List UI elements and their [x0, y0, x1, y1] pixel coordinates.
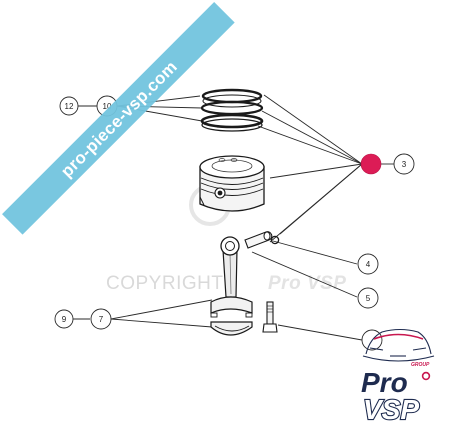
piston-crown: [199, 155, 265, 179]
callout-label-7: 7: [99, 315, 104, 324]
callout-circle-7: [90, 308, 112, 330]
leader-bolt: [277, 324, 363, 341]
piston-skirt: [199, 166, 265, 212]
callout-highlight-dot: [360, 153, 382, 175]
piston-ring-top-edge: [202, 94, 262, 108]
logo-word-pro: Pro: [361, 367, 408, 398]
leader-4: [272, 240, 358, 265]
piston-groove-2: [200, 182, 264, 190]
logo-word-vsp: VSP: [363, 394, 419, 425]
callout-circle-4: [357, 253, 379, 275]
callout-label-9: 9: [62, 315, 67, 324]
logo-car-icon: [362, 328, 435, 362]
circlip: [270, 235, 280, 245]
leader-3-c: [257, 125, 363, 165]
piston-rings: [200, 88, 264, 132]
conrod-beam-rib: [229, 252, 232, 295]
callout-label-3: 3: [402, 160, 407, 169]
piston-pin-hole: [217, 190, 223, 196]
piston-skirt-detail: [199, 196, 205, 206]
leader-7-a: [110, 299, 213, 320]
piston-ring-middle: [200, 100, 264, 116]
logo-car-roof: [373, 333, 424, 340]
logo-car-headlight-right: [412, 347, 427, 351]
callout-circle-5: [357, 287, 379, 309]
callout-circle-12: [59, 96, 79, 116]
website-banner-band: [2, 2, 235, 235]
conrod-bolt-shank: [266, 301, 274, 325]
connecting-rod: [210, 236, 253, 336]
conrod-cap-bearing: [214, 325, 250, 332]
conrod-bolt-head: [262, 323, 278, 333]
leader-3-a: [263, 94, 363, 165]
copyright-watermark-text: COPYRIGHT: [106, 273, 223, 294]
logo-car-headlight-left: [369, 347, 384, 351]
pro-vsp-logo: GROUP Pro VSP: [361, 328, 435, 426]
piston-ring-top: [201, 88, 263, 104]
callout-label-5: 5: [366, 294, 371, 303]
leader-7-b: [110, 318, 213, 328]
callout-circle-9: [54, 309, 74, 329]
conrod-small-end-bore: [225, 241, 235, 251]
leader-5: [251, 251, 358, 298]
conrod-bolt-boss-left: [210, 312, 218, 318]
logo-car-bumper: [362, 355, 435, 362]
callout-label-12: 12: [65, 102, 74, 111]
piston-valve-pocket-left: [218, 158, 226, 162]
website-banner-text: pro-piece-vsp.com: [57, 57, 181, 181]
piston-valve-pocket-right: [230, 158, 238, 162]
piston-groove-3: [200, 188, 264, 196]
callout-circle-3: [393, 153, 415, 175]
conrod-bolt: [262, 301, 278, 333]
piston-groove-1: [200, 177, 264, 185]
leader-lines: [73, 94, 394, 341]
callout-label-4: 4: [366, 260, 371, 269]
piston-crown-bowl: [211, 159, 253, 173]
leader-3-f: [269, 163, 363, 243]
gudgeon-pin-end: [263, 231, 271, 241]
piston-ring-oil-edge: [201, 118, 263, 132]
logo-dot-icon: [421, 371, 431, 381]
conrod-big-end-cap: [210, 321, 253, 336]
piston-ring-oil: [200, 113, 264, 129]
logo-car-body: [365, 328, 432, 355]
leader-3-d: [269, 163, 363, 179]
logo-group-tag: GROUP: [411, 362, 430, 368]
gudgeon-pin-assembly: [244, 231, 280, 249]
callout-label-10: 10: [103, 102, 112, 111]
copyright-watermark: COPYRIGHT Pro VSP: [106, 184, 346, 294]
leader-3-b: [261, 110, 363, 165]
conrod-big-end-upper: [210, 296, 253, 314]
copyright-watermark-brand: Pro VSP: [268, 273, 346, 294]
piston: [199, 155, 265, 212]
conrod-bolt-boss-right: [245, 312, 253, 318]
